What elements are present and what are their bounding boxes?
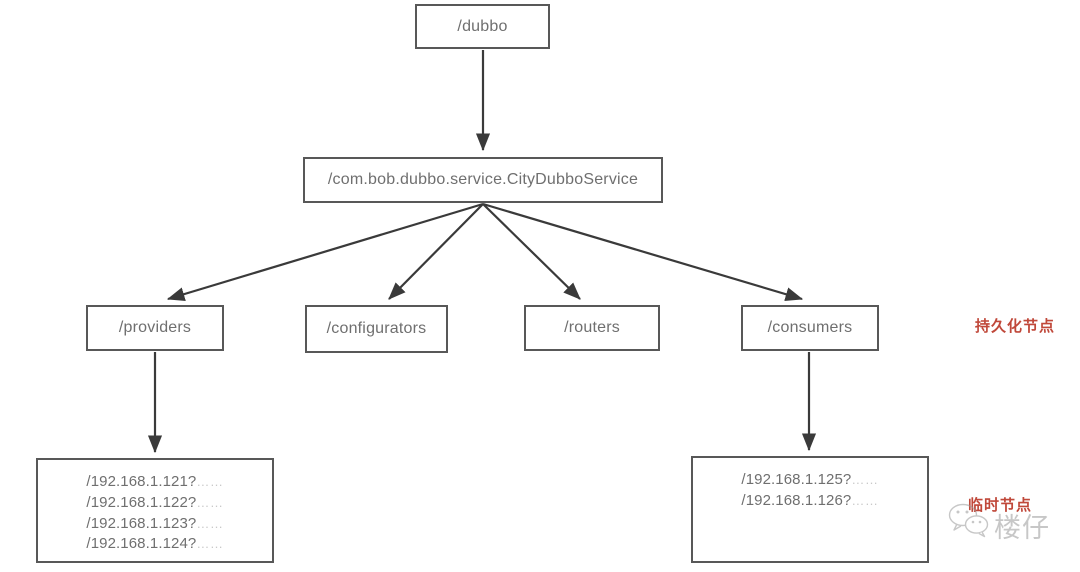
list-item: /192.168.1.121?…… bbox=[86, 473, 223, 492]
edge-service-to-consumers bbox=[482, 202, 804, 302]
edge-service-to-configurators bbox=[388, 203, 484, 300]
list-item: /192.168.1.126?…… bbox=[741, 492, 878, 511]
annotation-ephemeral-node: 临时节点 bbox=[968, 497, 1033, 514]
ip-address: /192.168.1.125? bbox=[741, 471, 852, 488]
list-item: /192.168.1.123?…… bbox=[86, 515, 223, 534]
node-configurators[interactable]: /configurators bbox=[305, 305, 448, 353]
node-service-city-dubbo-service[interactable]: /com.bob.dubbo.service.CityDubboService bbox=[303, 157, 663, 203]
node-providers[interactable]: /providers bbox=[86, 305, 224, 351]
ip-address: /192.168.1.124? bbox=[86, 535, 197, 553]
list-item: /192.168.1.122?…… bbox=[86, 494, 223, 513]
ellipsis: …… bbox=[196, 474, 224, 489]
ip-address: /192.168.1.122? bbox=[86, 493, 197, 511]
edge-service-to-providers bbox=[166, 202, 484, 301]
ellipsis: …… bbox=[196, 515, 224, 531]
list-item: /192.168.1.124?…… bbox=[86, 535, 223, 554]
ellipsis: …… bbox=[851, 492, 879, 508]
ip-address: /192.168.1.121? bbox=[86, 473, 197, 490]
list-item: /192.168.1.125?…… bbox=[741, 471, 878, 490]
node-dubbo-root[interactable]: /dubbo bbox=[415, 4, 550, 49]
ip-address: /192.168.1.126? bbox=[741, 491, 852, 509]
edge-service-to-routers bbox=[482, 203, 581, 300]
provider-ip-lines: /192.168.1.121?…… /192.168.1.122?…… /192… bbox=[86, 473, 223, 554]
ellipsis: …… bbox=[851, 472, 879, 487]
annotation-persistent-node: 持久化节点 bbox=[975, 318, 1056, 335]
ellipsis: …… bbox=[196, 536, 224, 552]
node-provider-ip-list[interactable]: /192.168.1.121?…… /192.168.1.122?…… /192… bbox=[36, 458, 274, 563]
node-consumer-ip-list[interactable]: /192.168.1.125?…… /192.168.1.126?…… bbox=[691, 456, 929, 563]
node-routers[interactable]: /routers bbox=[524, 305, 660, 351]
node-consumers[interactable]: /consumers bbox=[741, 305, 879, 351]
ellipsis: …… bbox=[196, 494, 224, 510]
ip-address: /192.168.1.123? bbox=[86, 514, 197, 532]
consumer-ip-lines: /192.168.1.125?…… /192.168.1.126?…… bbox=[741, 471, 878, 511]
